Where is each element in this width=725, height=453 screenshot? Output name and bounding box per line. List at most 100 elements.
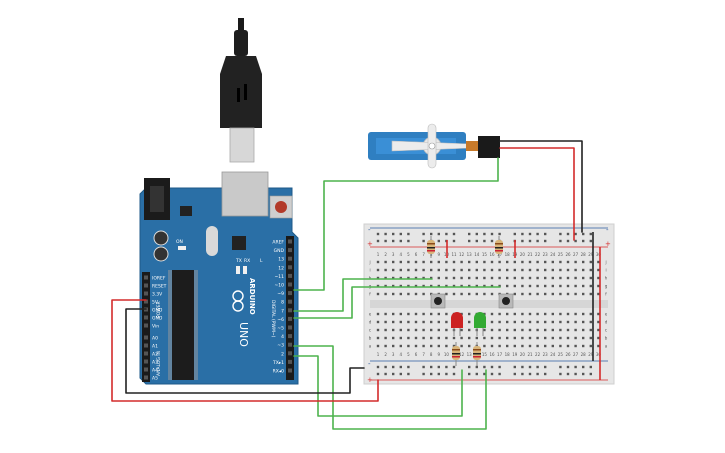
- breadboard-hole: [452, 232, 456, 236]
- breadboard-hole: [551, 292, 554, 296]
- resistor[interactable]: [495, 236, 503, 258]
- wire-servo-signal[interactable]: [293, 157, 499, 291]
- breadboard-hole: [566, 260, 570, 264]
- column-number: 21: [527, 352, 533, 357]
- breadboard-hole: [376, 232, 380, 236]
- breadboard-hole: [422, 320, 425, 324]
- breadboard-hole: [430, 268, 433, 272]
- breadboard-hole: [407, 292, 410, 296]
- resistor[interactable]: [452, 342, 460, 366]
- column-number: 12: [459, 352, 465, 357]
- breadboard-hole: [559, 336, 562, 340]
- column-number: 27: [573, 352, 579, 357]
- breadboard-hole: [589, 276, 592, 280]
- column-number: 8: [430, 352, 433, 357]
- breadboard-hole: [566, 239, 570, 243]
- breadboard-hole: [490, 328, 494, 332]
- wire-servo-ground[interactable]: [499, 140, 583, 233]
- breadboard-hole: [544, 268, 547, 272]
- column-number: 16: [489, 252, 495, 257]
- breadboard-hole: [460, 268, 463, 272]
- header-pin: [144, 367, 148, 372]
- breadboard-hole: [414, 276, 418, 280]
- breadboard-hole: [414, 268, 418, 272]
- breadboard-hole: [414, 284, 418, 288]
- breadboard-hole: [399, 365, 402, 369]
- column-number: 24: [550, 352, 556, 357]
- breadboard-hole: [384, 312, 387, 316]
- breadboard-hole: [521, 260, 524, 264]
- breadboard-hole: [506, 260, 509, 264]
- breadboard-hole: [498, 372, 501, 376]
- breadboard-hole: [544, 328, 547, 332]
- breadboard-hole: [445, 344, 448, 348]
- rail-plus-symbol: +: [367, 240, 373, 248]
- column-number: 2: [384, 252, 387, 257]
- wire-servo-power[interactable]: [499, 147, 575, 241]
- breadboard-hole: [452, 344, 456, 348]
- column-number: 3: [392, 352, 395, 357]
- breadboard-hole: [536, 336, 539, 340]
- analog-section-label: ANALOG IN: [156, 351, 162, 376]
- breadboard-hole: [414, 292, 418, 296]
- breadboard-hole: [528, 292, 532, 296]
- resistor[interactable]: [473, 342, 481, 366]
- breadboard-hole: [551, 336, 554, 340]
- breadboard-hole: [437, 344, 440, 348]
- breadboard-hole: [574, 336, 577, 340]
- breadboard-hole: [597, 320, 600, 324]
- breadboard-hole: [574, 284, 577, 288]
- wire-button-1[interactable]: [293, 278, 433, 312]
- column-number: 25: [558, 352, 564, 357]
- breadboard-hole: [468, 336, 471, 340]
- breadboard-hole: [490, 239, 494, 243]
- breadboard-hole: [559, 320, 562, 324]
- tx-label: TX: [235, 258, 242, 264]
- column-number: 6: [415, 352, 418, 357]
- breadboard-hole: [544, 365, 547, 369]
- resistor[interactable]: [427, 236, 435, 258]
- breadboard-hole: [574, 260, 577, 264]
- wire-gnd[interactable]: [125, 308, 365, 394]
- breadboard-hole: [551, 328, 554, 332]
- breadboard-hole: [430, 320, 433, 324]
- breadboard-hole: [483, 292, 486, 296]
- pushbutton[interactable]: [498, 293, 514, 309]
- arduino-uno-board[interactable]: TX RX ON L ARDUINO UNO DIGITAL (PWM~) PO…: [139, 171, 299, 385]
- header-pin: [288, 308, 292, 313]
- digital-section-label: DIGITAL (PWM~): [270, 300, 276, 338]
- breadboard-hole: [452, 276, 456, 280]
- breadboard-hole: [376, 239, 380, 243]
- red-led[interactable]: [451, 312, 463, 336]
- row-letter: e: [605, 312, 608, 317]
- breadboard-hole: [399, 276, 402, 280]
- breadboard-hole: [544, 239, 547, 243]
- breadboard-hole: [384, 372, 387, 376]
- breadboard-hole: [445, 292, 448, 296]
- breadboard-hole: [559, 232, 562, 236]
- breadboard-hole: [445, 232, 448, 236]
- breadboard-hole: [452, 239, 456, 243]
- servo-motor[interactable]: [368, 123, 500, 169]
- row-letter: b: [369, 336, 372, 341]
- breadboard-hole: [422, 336, 425, 340]
- wire-led-red[interactable]: [293, 355, 463, 417]
- breadboard-hole: [437, 372, 440, 376]
- breadboard-hole: [483, 372, 486, 376]
- green-led[interactable]: [474, 312, 486, 336]
- breadboard-hole: [521, 284, 524, 288]
- wire-led-green[interactable]: [293, 345, 487, 430]
- breadboard-hole: [498, 320, 501, 324]
- column-number: 10: [444, 352, 450, 357]
- breadboard-hole: [475, 260, 478, 264]
- analog-pin-label: A1: [152, 344, 158, 350]
- row-letter: j: [604, 260, 606, 265]
- breadboard-hole: [544, 232, 547, 236]
- breadboard-hole: [422, 239, 425, 243]
- wire-button-2[interactable]: [293, 286, 501, 319]
- wire-5v[interactable]: [111, 299, 379, 402]
- pushbutton[interactable]: [430, 293, 446, 309]
- breadboard-hole: [582, 365, 585, 369]
- breadboard-hole: [498, 344, 501, 348]
